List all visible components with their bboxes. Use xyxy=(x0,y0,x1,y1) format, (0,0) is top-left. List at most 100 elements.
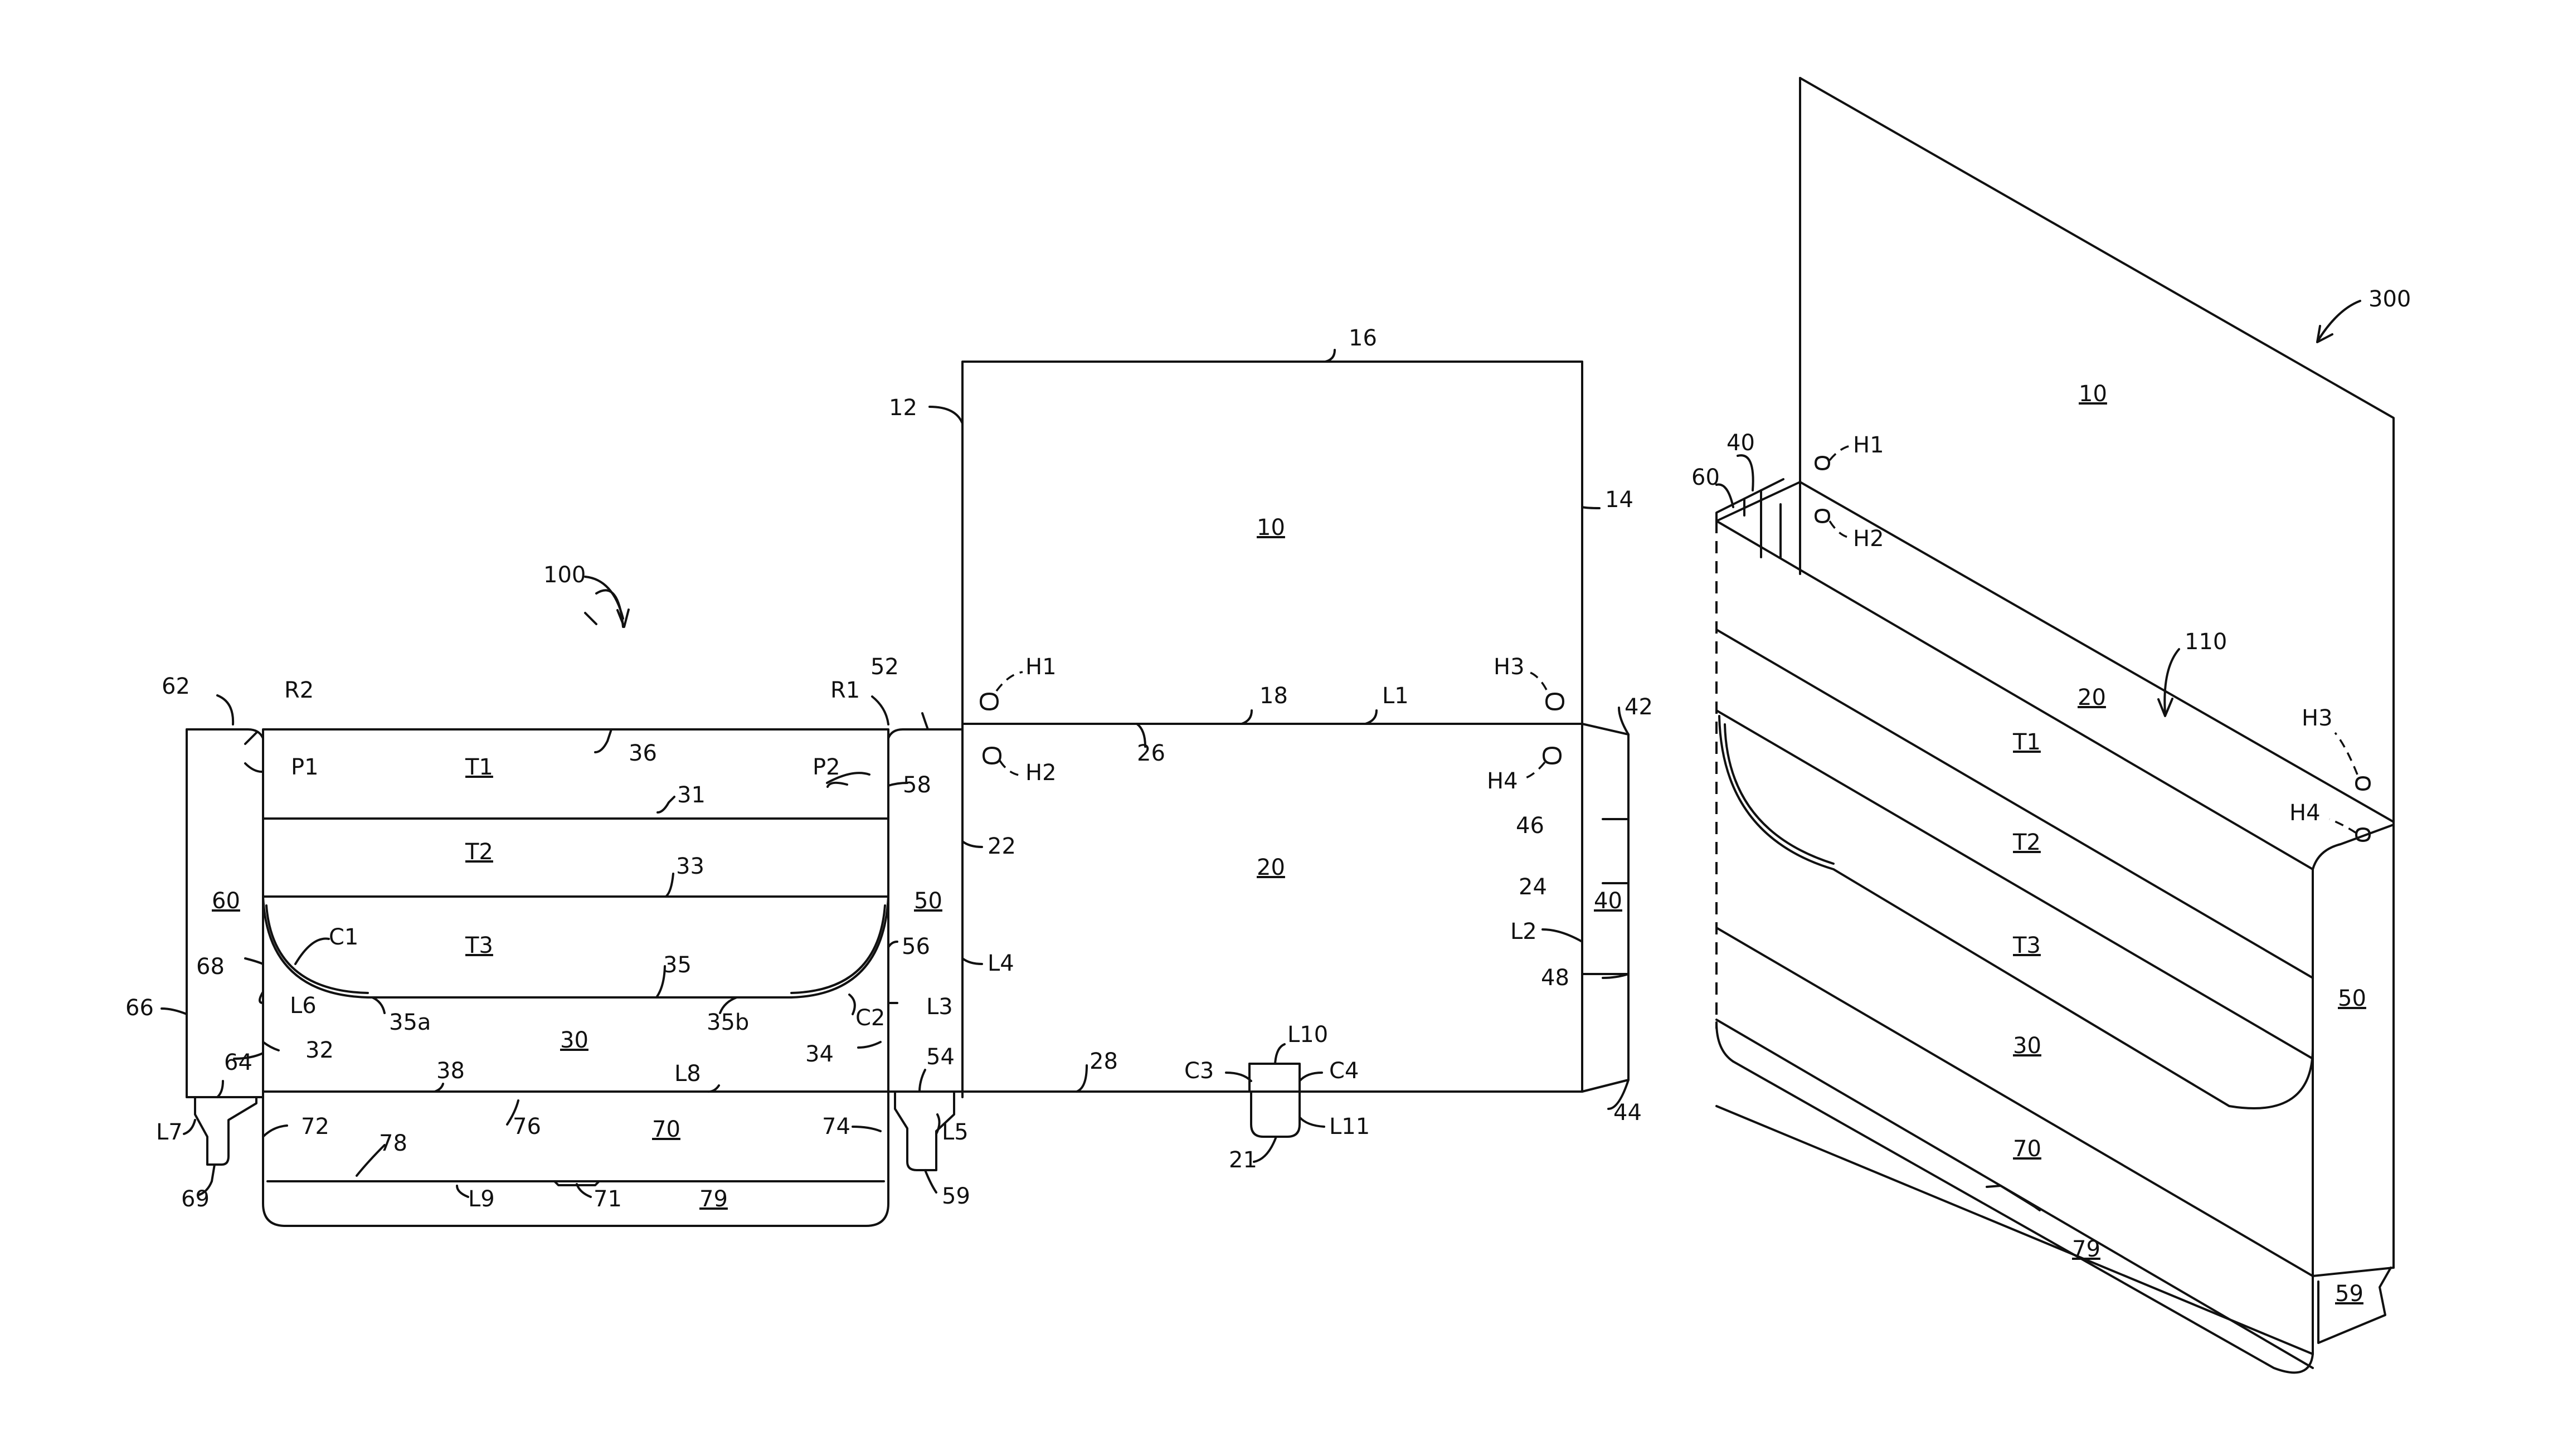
label-79-assembled: 79 xyxy=(2072,1236,2100,1262)
hole-h4-assembled xyxy=(2329,819,2370,841)
fold-t2 xyxy=(1716,710,2313,1059)
label-21: 21 xyxy=(1229,1147,1257,1173)
label-T3-assembled: T3 xyxy=(2012,933,2041,958)
label-64: 64 xyxy=(224,1050,252,1075)
label-42: 42 xyxy=(1625,694,1653,720)
hole-h3-assembled xyxy=(2335,733,2370,790)
label-40-flat: 40 xyxy=(1594,888,1622,914)
label-C4: C4 xyxy=(1329,1058,1359,1084)
label-T1-flat: T1 xyxy=(465,754,493,780)
label-46: 46 xyxy=(1516,813,1544,839)
label-36: 36 xyxy=(629,741,657,766)
label-35b: 35b xyxy=(707,1010,749,1035)
label-38: 38 xyxy=(436,1058,465,1084)
panel-20-left xyxy=(1716,482,1800,521)
label-C1: C1 xyxy=(329,924,358,950)
tab-21-top xyxy=(1249,1064,1300,1092)
label-28: 28 xyxy=(1090,1049,1118,1074)
label-T2-flat: T2 xyxy=(465,839,493,865)
label-H1-assembled: H1 xyxy=(1853,432,1884,458)
label-10-assembled: 10 xyxy=(2079,381,2107,407)
label-79-flat: 79 xyxy=(699,1186,728,1212)
flap-top xyxy=(1744,479,1783,499)
label-76: 76 xyxy=(513,1114,541,1140)
label-L3: L3 xyxy=(926,994,953,1020)
label-74: 74 xyxy=(822,1114,850,1140)
leader-40 xyxy=(1738,455,1753,490)
curve-c2-inner xyxy=(791,905,885,993)
hole-h3 xyxy=(1527,671,1563,709)
label-L6: L6 xyxy=(290,993,317,1019)
label-R1: R1 xyxy=(830,678,860,703)
label-26: 26 xyxy=(1137,741,1165,766)
label-L5: L5 xyxy=(942,1119,969,1145)
fold-t1 xyxy=(1716,630,2313,978)
hole-h2 xyxy=(984,748,1023,776)
panel-79 xyxy=(263,1181,888,1226)
label-H3-flat: H3 xyxy=(1494,654,1525,680)
front-top-edge xyxy=(1716,521,2313,869)
label-44: 44 xyxy=(1613,1100,1642,1126)
label-T3-flat: T3 xyxy=(465,933,493,958)
label-35: 35 xyxy=(663,952,692,978)
panel-20-top-edge xyxy=(1800,482,2394,822)
bottom-edge xyxy=(1733,1061,2313,1372)
label-C2: C2 xyxy=(855,1005,885,1031)
label-300: 300 xyxy=(2369,286,2411,312)
label-L8: L8 xyxy=(674,1061,701,1087)
label-70-flat: 70 xyxy=(652,1117,680,1142)
label-T1-assembled: T1 xyxy=(2012,729,2041,755)
label-62: 62 xyxy=(162,674,190,699)
label-110: 110 xyxy=(2185,629,2227,655)
flat-blank xyxy=(162,350,1628,1226)
hole-h1 xyxy=(981,672,1023,709)
label-20-assembled: 20 xyxy=(2078,685,2106,710)
label-34: 34 xyxy=(805,1041,834,1067)
label-50-flat: 50 xyxy=(914,888,942,914)
label-L9: L9 xyxy=(468,1186,495,1212)
label-52: 52 xyxy=(870,654,899,680)
label-66: 66 xyxy=(125,995,154,1021)
label-P2: P2 xyxy=(813,754,840,780)
label-20-flat: 20 xyxy=(1257,855,1285,880)
label-24: 24 xyxy=(1519,874,1547,900)
label-31: 31 xyxy=(677,782,706,808)
flap-50-top xyxy=(888,729,962,738)
label-L1: L1 xyxy=(1382,683,1409,709)
label-100: 100 xyxy=(543,562,586,588)
leader-lines-flat xyxy=(162,350,1628,1197)
label-71: 71 xyxy=(594,1186,622,1212)
label-L2: L2 xyxy=(1510,919,1537,944)
label-P1: P1 xyxy=(291,754,319,780)
notch-71-assembled xyxy=(1987,1186,2040,1210)
label-H2-assembled: H2 xyxy=(1853,526,1884,552)
label-33: 33 xyxy=(676,854,704,879)
label-H2-flat: H2 xyxy=(1025,760,1057,786)
label-50-assembled: 50 xyxy=(2338,986,2366,1011)
label-16: 16 xyxy=(1349,325,1377,351)
label-54: 54 xyxy=(926,1044,955,1070)
arrow-110 xyxy=(2165,649,2179,713)
label-L4: L4 xyxy=(988,951,1014,976)
label-72: 72 xyxy=(301,1114,329,1140)
label-58: 58 xyxy=(903,772,931,798)
flap-50-bottom xyxy=(2313,1268,2394,1276)
label-56: 56 xyxy=(902,934,930,960)
label-69: 69 xyxy=(181,1186,210,1212)
label-60-flat: 60 xyxy=(212,888,240,914)
label-L11: L11 xyxy=(1329,1114,1370,1140)
tab-21 xyxy=(1251,1092,1300,1137)
label-78: 78 xyxy=(379,1131,407,1156)
label-59-assembled: 59 xyxy=(2335,1281,2363,1307)
arrow-300-head xyxy=(2317,326,2332,342)
label-H4-flat: H4 xyxy=(1487,768,1518,794)
label-70-assembled: 70 xyxy=(2013,1136,2041,1162)
assembled-view xyxy=(1716,78,2394,1372)
label-14: 14 xyxy=(1605,487,1633,513)
hole-h4 xyxy=(1521,748,1560,779)
label-32: 32 xyxy=(305,1038,334,1063)
label-40-assembled: 40 xyxy=(1727,430,1755,456)
label-T2-assembled: T2 xyxy=(2012,830,2041,855)
label-C3: C3 xyxy=(1184,1058,1214,1084)
